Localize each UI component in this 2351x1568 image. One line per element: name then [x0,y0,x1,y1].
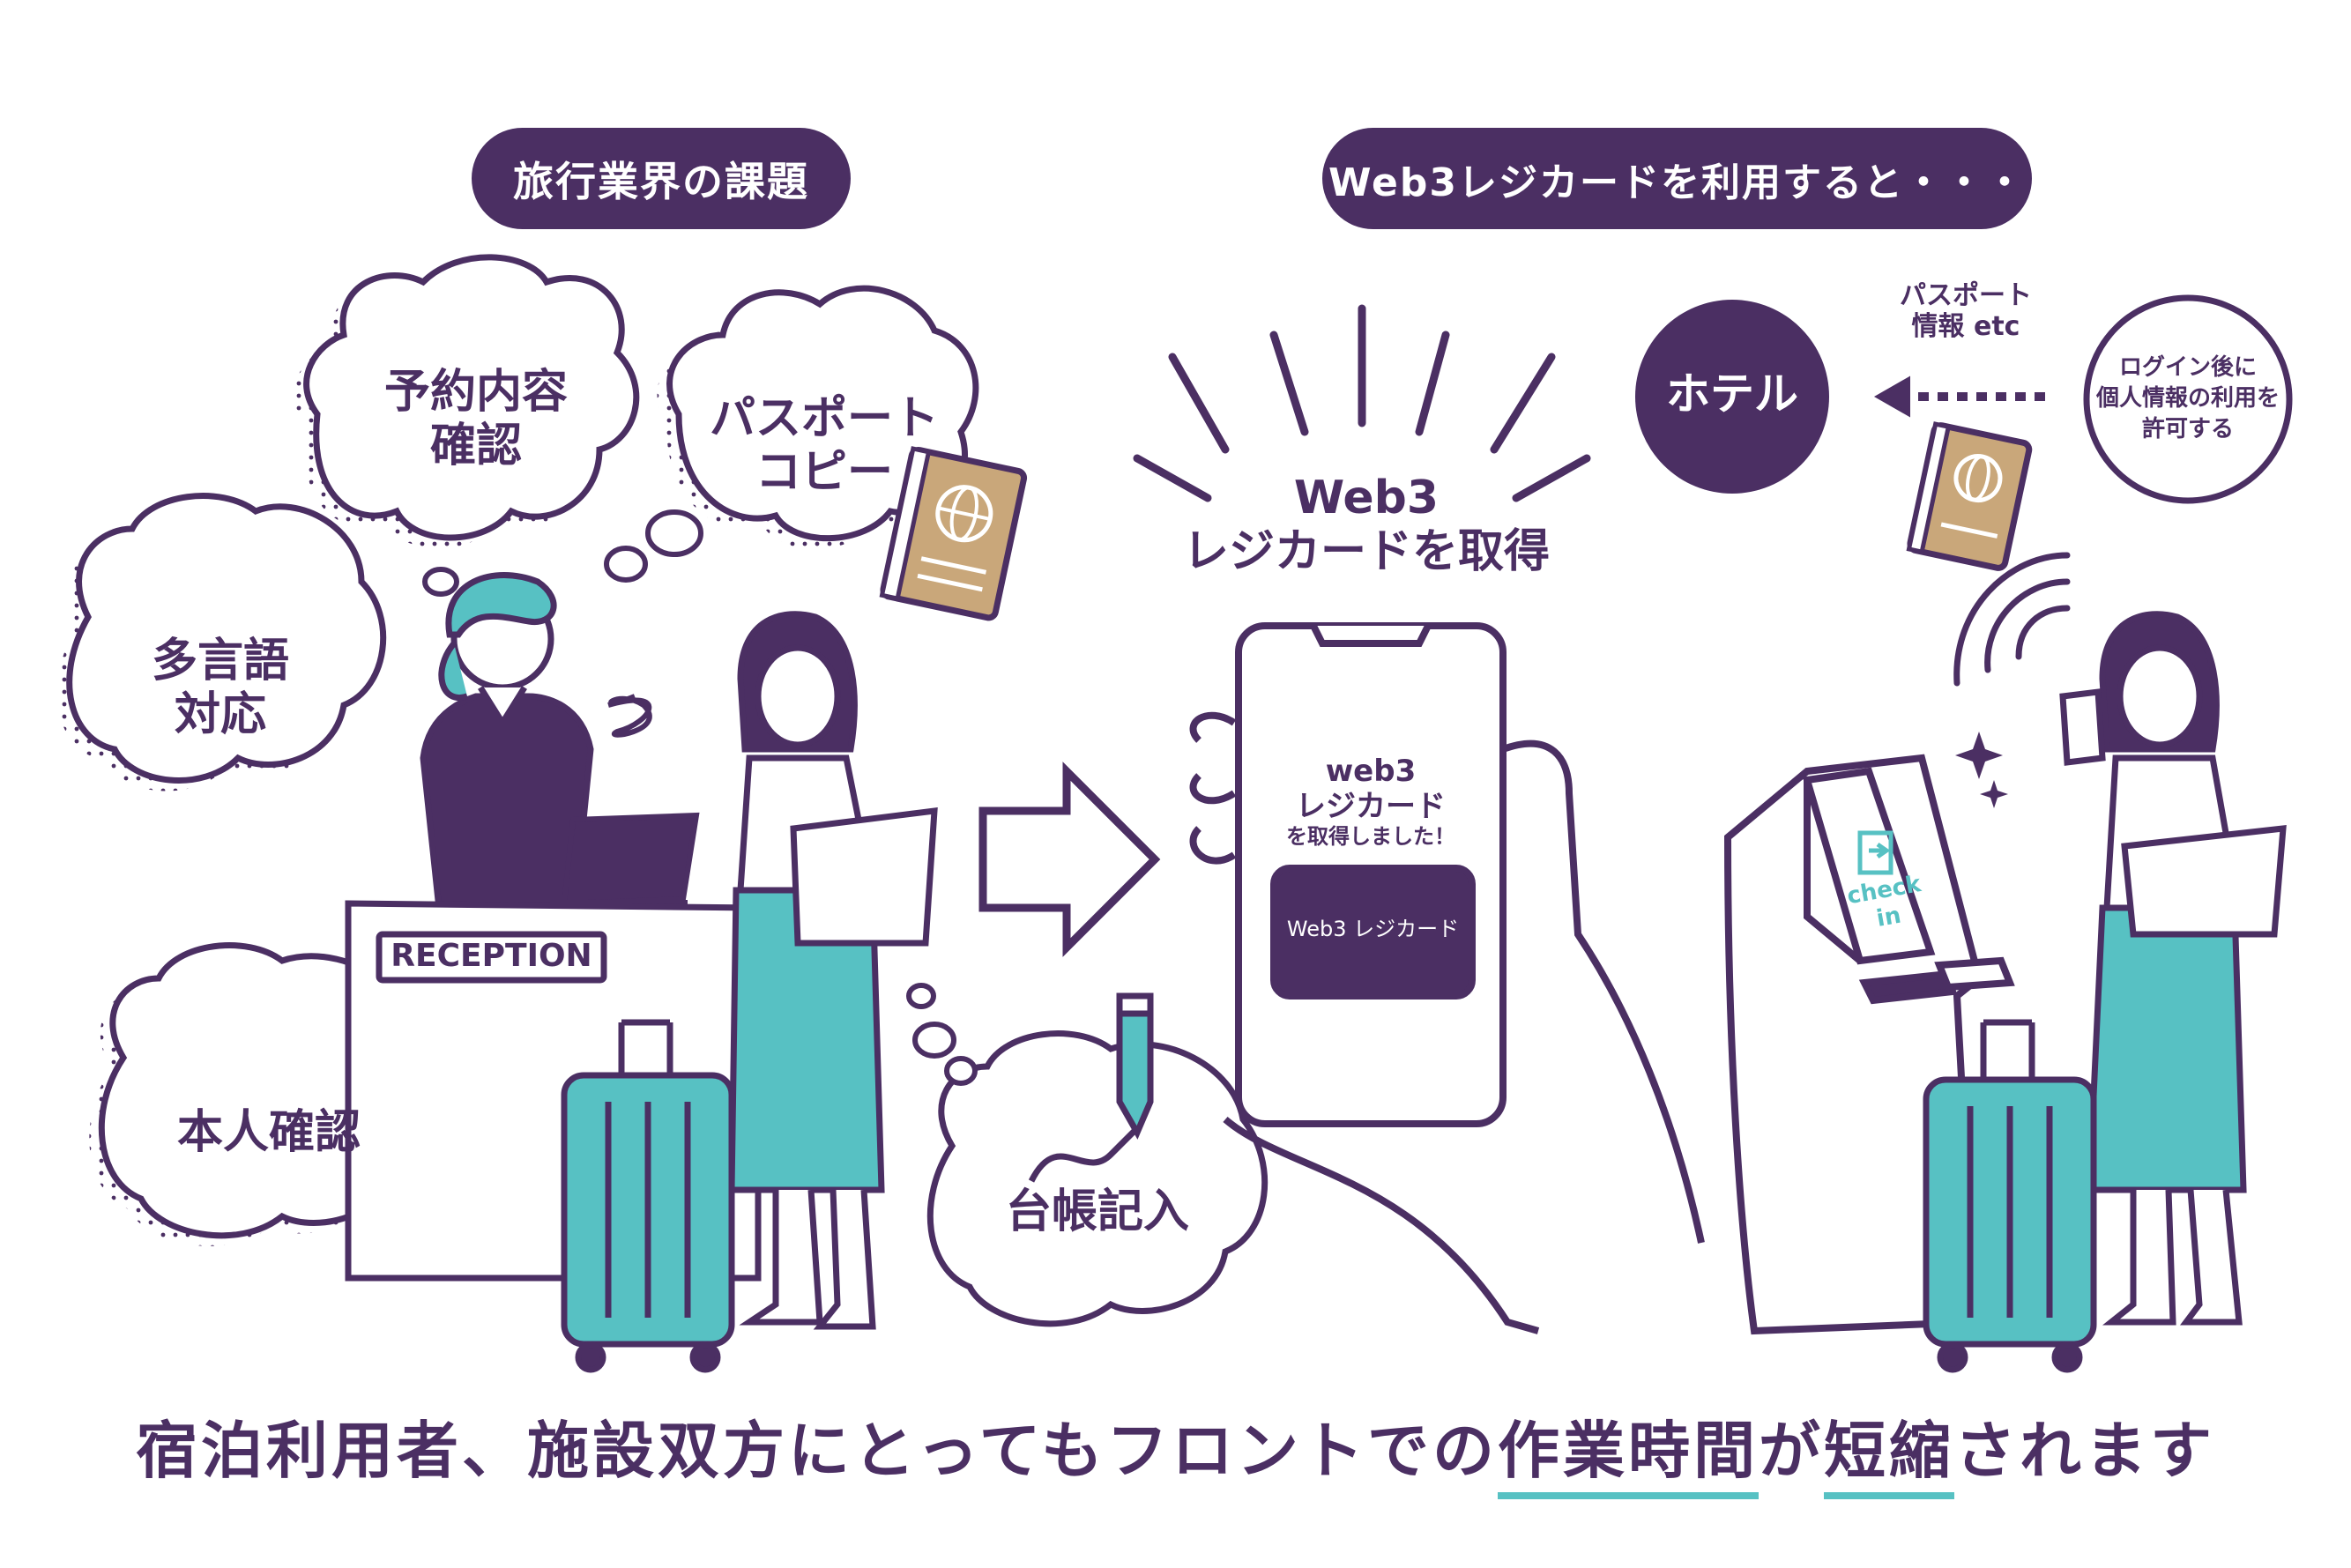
hotel-label: ホテル [1635,368,1829,420]
bubble-multilingual-line1: 多言語 [151,635,289,687]
passport-right-icon [1906,421,2033,571]
bubble-identity: 本人確認 [141,1106,397,1160]
hotel-circle [1635,300,1829,494]
header-solution: Web3レジカードを利用すると・・・ [1322,128,2032,229]
tagline-part3: されます [1953,1415,2215,1487]
consent-circle [2083,294,2293,504]
phone-message-line1: web3 [1325,754,1417,789]
phone-message: web3 レジカード を取得しました！ [1243,754,1499,850]
header-challenges-text: 旅行業界の課題 [513,157,809,205]
nfc-waves-icon [1953,552,2071,687]
cloud-ledger [926,1030,1268,1327]
passport-info: パスポート 情報 etc [1878,280,2054,343]
acquire-caption: Web3 レジカードを取得 [1155,472,1578,580]
receptionist [420,572,594,929]
tagline-highlight-worktime: 作業時間 [1497,1415,1759,1499]
phone-card-label: Web3 レジカード [1286,917,1460,941]
acquire-caption-line2: レジカードを取得 [1182,525,1550,579]
tagline-highlight-shorten: 短縮 [1823,1415,1954,1499]
bubble-passport-copy-line2: コピー [755,446,893,500]
header-solution-text: Web3レジカードを利用すると・・・ [1328,160,2026,205]
reception-sign-text: RECEPTION [391,938,592,974]
bubble-passport-copy: パスポート コピー [696,392,952,501]
suitcase-left [561,1019,735,1373]
consent-text: ログイン後に 個人情報の利用を 許可する [2091,353,2285,445]
phone-message-line3: を取得しました！ [1286,824,1455,850]
burst-lines [1133,304,1591,502]
tagline: 宿泊利用者、施設双方にとってもフロントでの作業時間が短縮されます [0,1401,2351,1499]
checkin-door-icon [1857,830,1893,875]
phone-message-line2: レジカード [1296,789,1446,825]
bubble-ledger: 台帳記入 [970,1185,1225,1239]
passport-left-icon [879,446,1028,621]
bubble-reservation: 予約内容 確認 [348,366,604,474]
consent-line1: ログイン後に [2118,354,2257,381]
checkin-kiosk [1723,754,2015,1335]
woman-right [2059,611,2287,1326]
dotted-arrow-left-icon [1873,375,2045,418]
passport-info-line2: 情報 etc [1911,311,2020,343]
consent-line3: 許可する [2141,416,2234,443]
bubble-reservation-line1: 予約内容 [383,366,568,419]
smartphone [1235,622,1507,1127]
reception-sign: RECEPTION [379,938,604,975]
cloud-multilingual [56,493,387,791]
tagline-part1: 宿泊利用者、施設双方にとってもフロントでの [136,1415,1498,1487]
bubble-passport-copy-line1: パスポート [709,392,939,445]
bubble-multilingual-line2: 対応 [174,688,266,742]
sparkle-icon [1955,732,2008,808]
passport-info-line1: パスポート [1900,280,2032,311]
tagline-part2: が [1758,1415,1824,1487]
cloud-reservation [294,254,640,548]
thought-dots [422,509,978,1086]
cloud-passport-copy [657,285,979,549]
bubble-multilingual: 多言語 対応 [106,635,335,743]
hotel-label-text: ホテル [1666,368,1798,420]
acquire-caption-line1: Web3 [1293,472,1440,524]
consent-line2: 個人情報の利用を [2095,385,2280,412]
arrow-right-icon [978,762,1161,957]
stress-scribble [607,694,652,738]
woman-left [728,611,938,1330]
pen-icon [1116,992,1154,1140]
bubble-reservation-line2: 確認 [429,420,522,473]
hand [1189,711,1705,1334]
bubble-ledger-text: 台帳記入 [1005,1185,1189,1238]
suitcase-right [1923,1019,2097,1373]
bubble-identity-text: 本人確認 [176,1106,361,1159]
header-challenges: 旅行業界の課題 [472,128,851,229]
phone-card[interactable]: Web3 レジカード [1274,917,1472,941]
